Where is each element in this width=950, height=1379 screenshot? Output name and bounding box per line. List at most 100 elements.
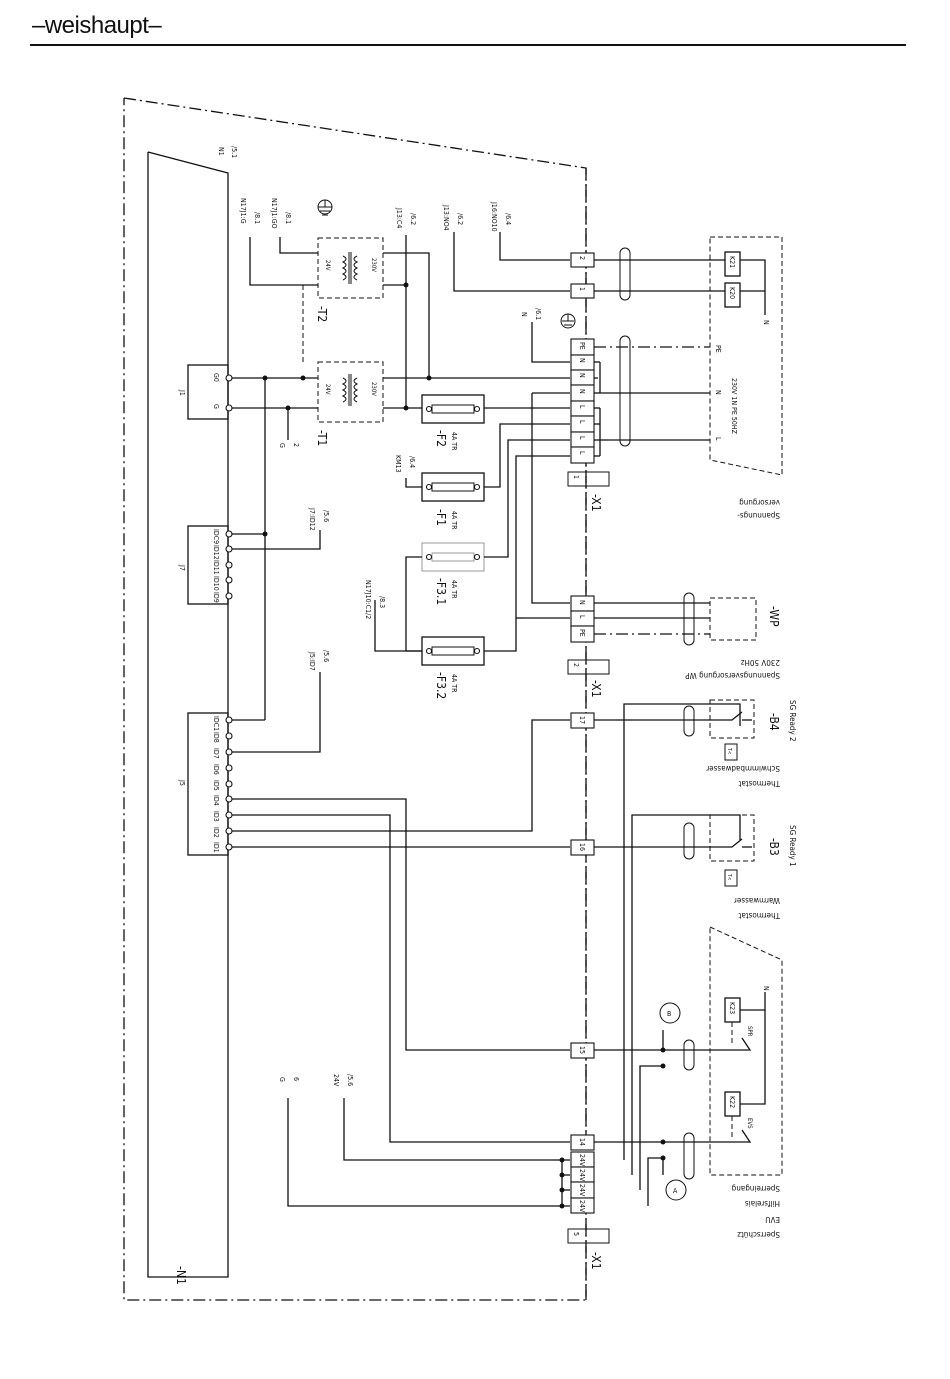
svg-text:-F2: -F2 [434,430,448,447]
relay-panel-k21-k20: K21 K20 N PE N L 230V 1N PE 50HZ [709,236,783,476]
j5-connector [187,712,229,856]
svg-text:J5:ID7: J5:ID7 [308,651,316,671]
svg-text:PE: PE [714,345,722,353]
svg-text:PE: PE [578,629,586,637]
svg-text:/6.2: /6.2 [456,213,464,225]
j7-pin-id10: ID10 [212,576,220,591]
svg-text:SG Ready 1: SG Ready 1 [788,825,797,867]
cross-references-top: N17J1:G /8.1 N17J1:GO /8.1 J13:C4 /6.2 J… [239,198,542,1087]
module-ref-n1: N1 [217,147,225,156]
svg-text:24V: 24V [578,1169,586,1182]
svg-text:-B4: -B4 [767,713,781,731]
svg-text:K23: K23 [728,1002,736,1014]
module-ref-page: /5.1 [230,146,238,158]
j1-label: J1 [178,389,186,396]
svg-text:230V 1N PE 50HZ: 230V 1N PE 50HZ [730,378,738,435]
svg-text:B: B [667,1010,671,1018]
svg-text:/8.1: /8.1 [253,212,261,224]
svg-text:4A TR: 4A TR [450,580,458,599]
j7-connector [187,525,229,605]
svg-text:230V: 230V [370,382,377,396]
svg-text:-F3.2: -F3.2 [434,672,448,699]
supply-title-1: Spannungs- [737,511,780,520]
j7-pin-id12: ID12 [212,545,220,560]
svg-text:24V: 24V [324,384,331,395]
j7-pin-idc9: IDC9 [212,529,220,544]
svg-text:L: L [714,437,722,441]
module-label: -N1 [174,1266,188,1285]
x1-strip-tags: 1 2 5 -X1 -X1 -X1 [567,471,610,1270]
j1-pin-g0-terminal [225,374,233,382]
page-header: –weishaupt– [0,0,950,50]
svg-text:L: L [578,420,586,424]
svg-text:L: L [578,451,586,455]
svg-text:L: L [578,615,586,619]
b4-desc-2: Schwimmbadwasser [706,764,780,773]
external-wiring [594,259,741,1206]
fuse-f3-2: -F3.2 4A TR [421,636,485,699]
svg-text:L: L [578,405,586,409]
j5-label: J5 [178,779,186,786]
svg-text:N17J1:G: N17J1:G [239,198,247,224]
j1-pin-g: G [212,404,220,409]
svg-text:G: G [278,1077,286,1082]
svg-text:17: 17 [578,716,586,724]
j7-pins: IDC9 ID12 ID11 ID10 ID9 [212,529,233,603]
svg-text:1: 1 [572,475,580,479]
svg-text:N: N [714,390,722,395]
svg-text:-WP: -WP [767,606,781,627]
wiring [232,232,570,1209]
svg-text:/8.3: /8.3 [378,596,386,608]
svg-text:EVS: EVS [746,1118,753,1129]
svg-text:-X1: -X1 [589,494,603,512]
j1-pin-g0: G0 [212,373,220,382]
svg-text:/5.6: /5.6 [346,1074,354,1086]
svg-text:15: 15 [578,1046,586,1054]
svg-text:24V: 24V [578,1184,586,1197]
svg-text:-X1: -X1 [589,680,603,698]
j5-pin-id4: ID4 [212,795,220,806]
svg-text:4A TR: 4A TR [450,432,458,451]
svg-text:4A TR: 4A TR [450,674,458,693]
svg-text:N17J10:C1/2: N17J10:C1/2 [364,580,372,619]
svg-text:16: 16 [578,843,586,851]
svg-text:-F1: -F1 [434,509,448,526]
svg-text:N17J1:GO: N17J1:GO [270,198,278,229]
t2-label: -T2 [315,306,329,322]
fuse-f3-1: -F3.1 4A TR [421,542,485,605]
svg-text:N: N [762,320,770,325]
cable-markers [619,247,695,1180]
x1-terminals-signals: 17 16 15 14 24V 24V 24V 24V [570,712,595,1214]
j5-pin-idc1: IDC1 [212,716,220,731]
svg-text:A: A [673,1187,678,1195]
svg-text:-X1: -X1 [589,1252,603,1270]
ground-symbol-x1 [560,313,576,329]
b3-desc-1: Thermostat [738,911,781,920]
j5-pin-id2: ID2 [212,827,220,838]
svg-text:14: 14 [578,1138,586,1146]
svg-text:J13:C4: J13:C4 [395,207,403,228]
j5-pin-id7: ID7 [212,748,220,759]
controller-housing-border [123,97,587,1301]
evu-description: Sperrschütz EVU Hilfsrelais Sperreingang [732,1184,780,1239]
svg-text:/6.4: /6.4 [504,213,512,225]
svg-text:T<: T< [726,873,732,881]
svg-text:/5.6: /5.6 [322,650,330,662]
svg-text:Sperrschütz: Sperrschütz [737,1230,780,1239]
j7-label: J7 [178,564,186,571]
svg-text:N: N [578,373,586,378]
svg-text:/6.4: /6.4 [408,456,416,468]
j1-pin-g-terminal [225,404,233,412]
svg-text:J16:NO10: J16:NO10 [490,201,498,232]
x1-terminals-supply: PE N N N L L L L [570,338,601,464]
j5-pin-id5: ID5 [212,780,220,791]
svg-text:SPR: SPR [746,1026,753,1037]
svg-text:N: N [578,600,586,605]
thermostat-b3: T< -B3 SG Ready 1 [709,814,797,887]
svg-text:5: 5 [572,1232,580,1236]
svg-text:SG Ready 2: SG Ready 2 [788,700,797,742]
svg-text:N: N [578,389,586,394]
wp-title: Spannungsversorgung WP [685,671,780,680]
svg-text:N: N [578,358,586,363]
svg-text:EVU: EVU [765,1215,780,1224]
